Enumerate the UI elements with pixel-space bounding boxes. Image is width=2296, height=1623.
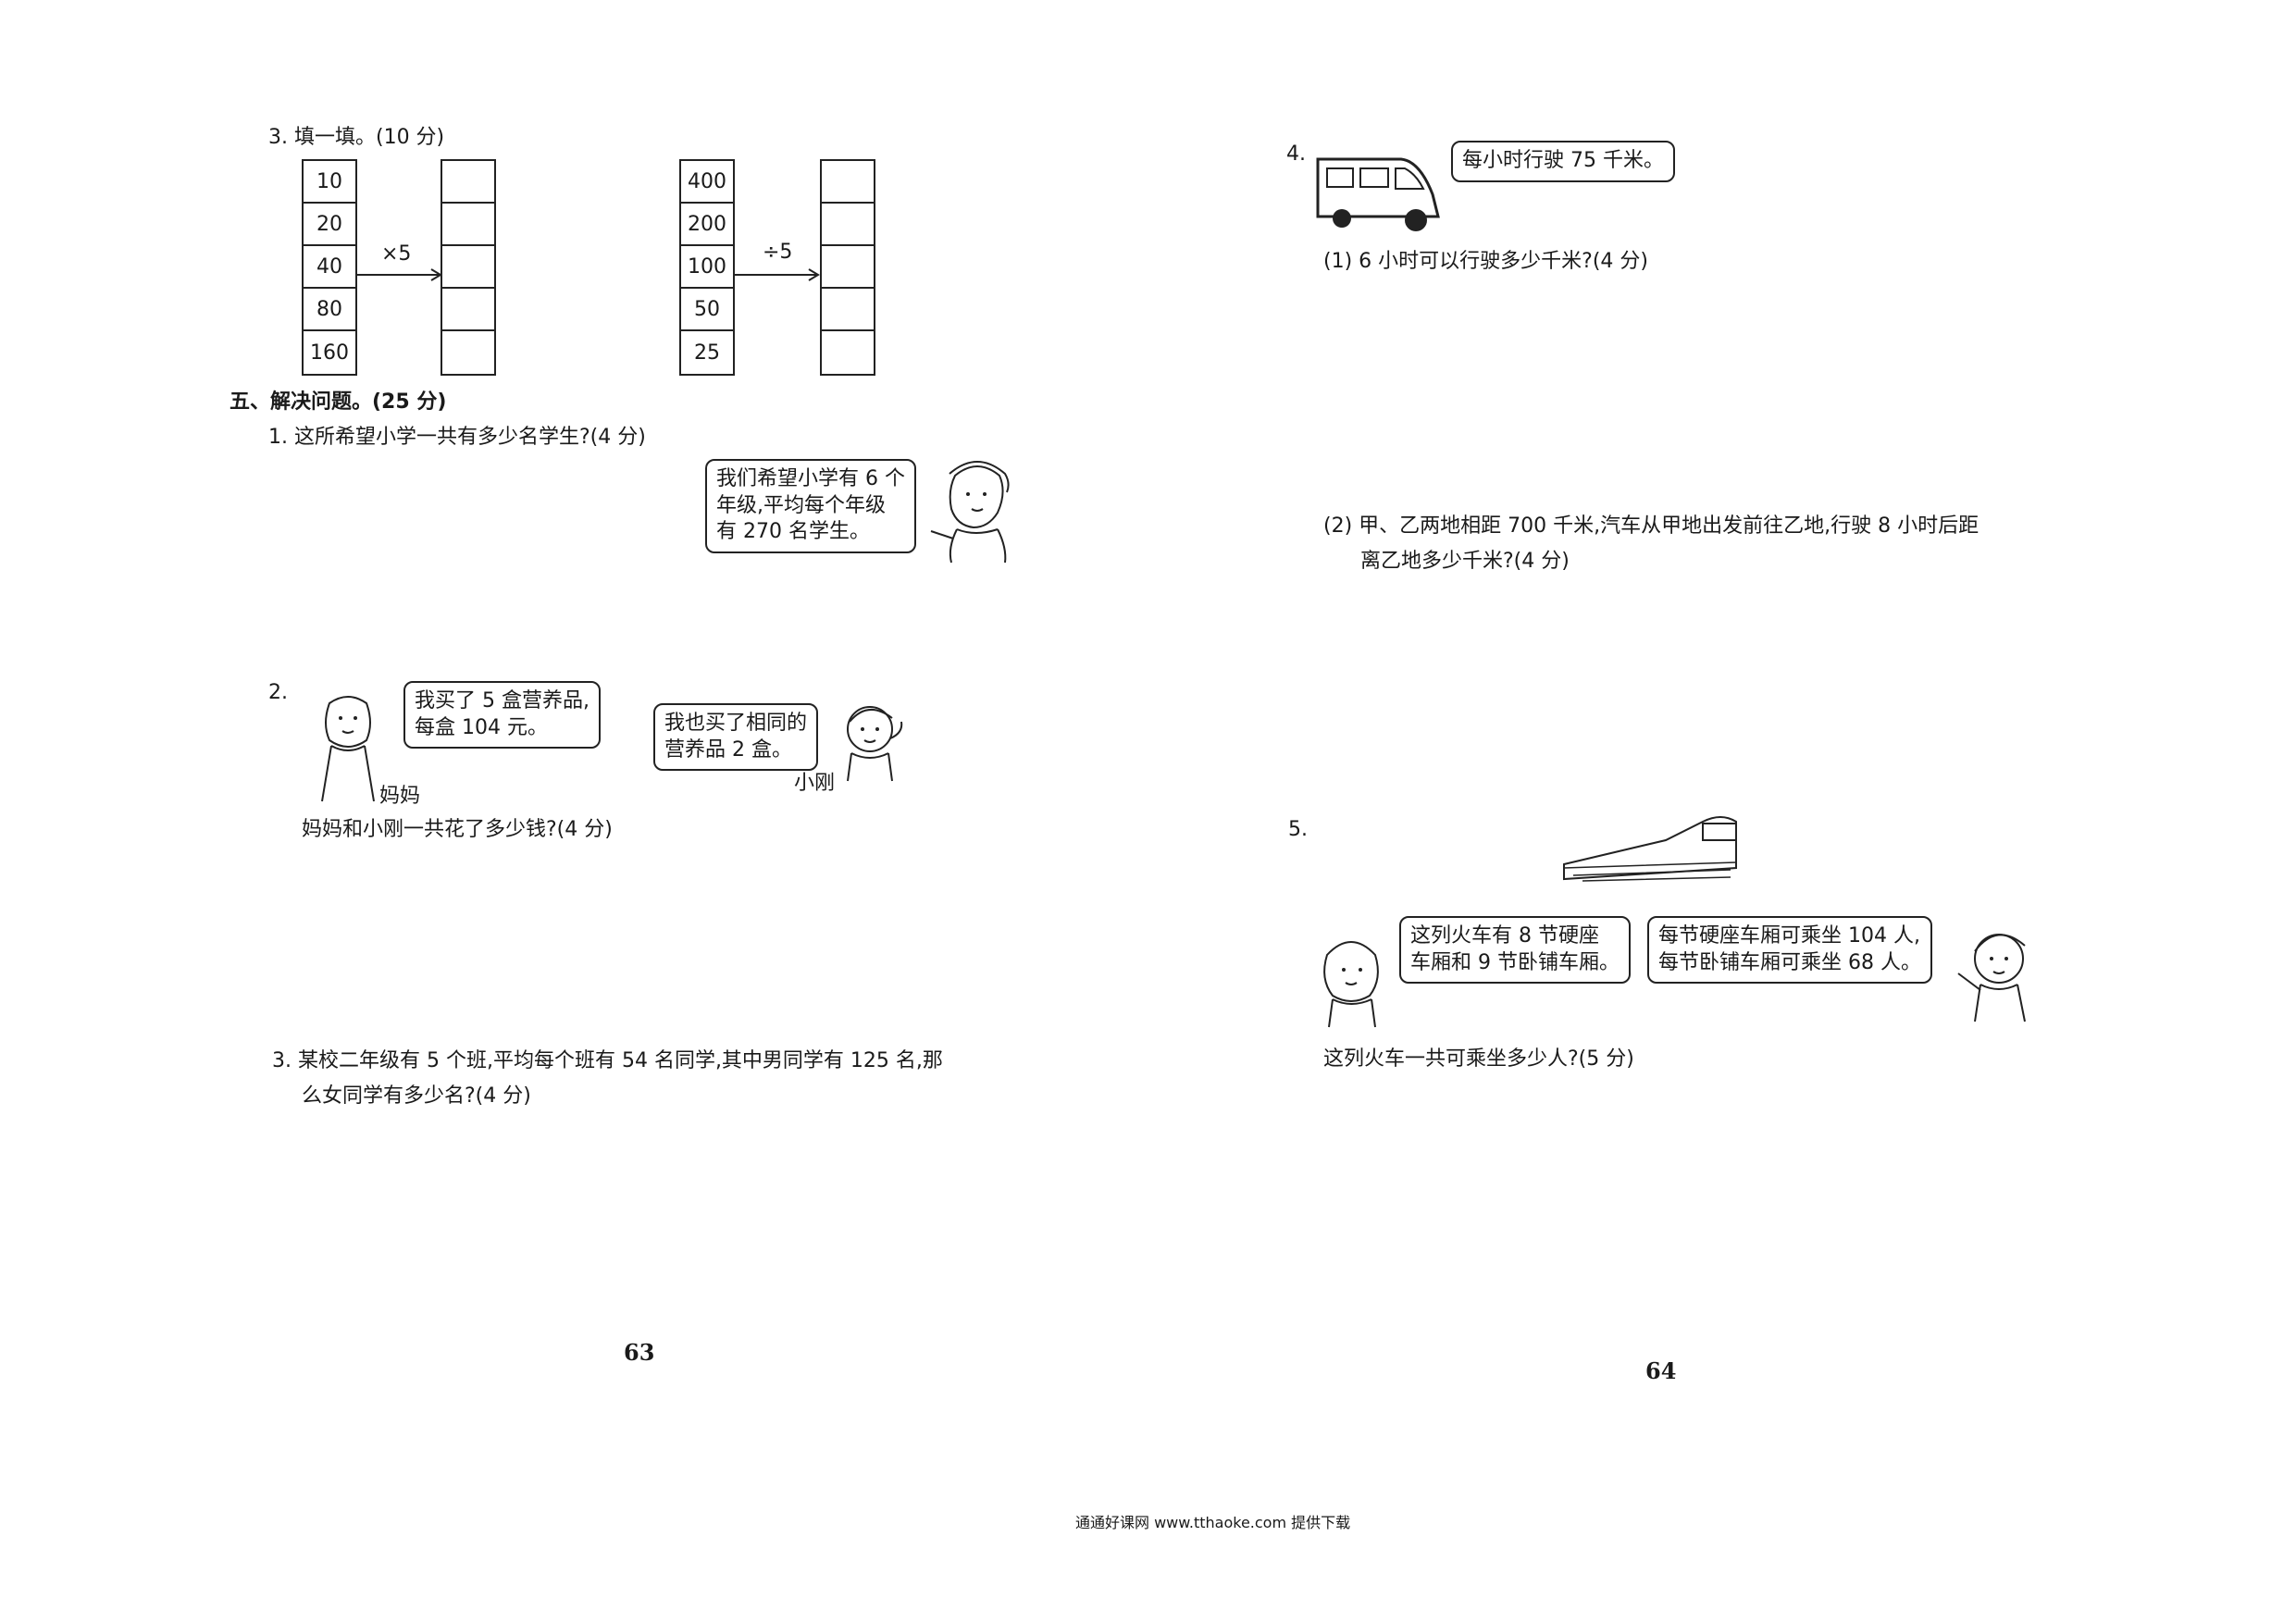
girl2-illustration-icon [1323,941,1379,1028]
footer-source: 通通好课网 www.tthaoke.com 提供下载 [1075,1514,1351,1531]
girl-speech-bubble: 这列火车有 8 节硬座 车厢和 9 节卧铺车厢。 [1399,916,1631,985]
table1-input-cell: 10 [304,161,355,204]
table1-input-cell: 160 [310,341,349,365]
mom-label: 妈妈 [379,785,421,808]
table2-answer-cell[interactable] [822,289,874,331]
boy-illustration-icon [847,706,903,782]
page-number: 64 [1645,1357,1677,1384]
table2-input-column: 400 200 100 50 25 [679,159,735,376]
bubble-line: 我们希望小学有 6 个 [716,467,905,490]
q5-number: 5. [1288,818,1308,841]
mom-illustration-icon [321,696,375,802]
table2-answer-column [820,159,875,376]
section5-title: 五、解决问题。(25 分) [230,390,447,414]
girl-illustration-icon [930,461,1010,564]
table2-operation: ÷5 [763,241,793,264]
q1-question: 1. 这所希望小学一共有多少名学生?(4 分) [268,426,646,449]
table2-answer-cell[interactable] [822,204,874,246]
table1-operation: ×5 [381,242,412,266]
table1-input-cell: 40 [304,246,355,289]
bubble-line: 车厢和 9 节卧铺车厢。 [1410,950,1620,974]
table1-answer-cell[interactable] [442,289,494,331]
table1-answer-cell[interactable] [442,331,494,374]
q4-number: 4. [1286,142,1306,166]
boy-speech-bubble: 我也买了相同的 营养品 2 盒。 [653,703,819,772]
bubble-line: 我也买了相同的 [664,712,808,735]
table2-answer-cell[interactable] [822,161,874,204]
van-illustration-icon [1316,157,1440,231]
table1-answer-cell[interactable] [442,204,494,246]
boy2-speech-bubble: 每节硬座车厢可乘坐 104 人, 每节卧铺车厢可乘坐 68 人。 [1647,916,1932,985]
table1-arrow-icon [355,268,442,281]
table1-answer-cell[interactable] [442,161,494,204]
van-speech-bubble: 每小时行驶 75 千米。 [1451,141,1675,182]
table1-input-cell: 80 [304,289,355,331]
bubble-line: 有 270 名学生。 [716,520,870,544]
train-illustration-icon [1563,816,1737,882]
table2-answer-cell[interactable] [822,331,874,374]
table1-answer-cell[interactable] [442,246,494,289]
bubble-line: 营养品 2 盒。 [664,737,792,762]
bubble-line: 每节卧铺车厢可乘坐 68 人。 [1658,950,1921,974]
bubble-line: 每盒 104 元。 [415,715,548,739]
q2-question: 妈妈和小刚一共花了多少钱?(4 分) [302,818,613,841]
q3-fill-title: 3. 填一填。(10 分) [268,126,445,149]
page-number: 63 [624,1339,655,1366]
q5-question: 这列火车一共可乘坐多少人?(5 分) [1323,1047,1634,1071]
table2-input-cell: 100 [681,246,733,289]
q4-sub1: (1) 6 小时可以行驶多少千米?(4 分) [1323,250,1648,273]
table1-input-cell: 20 [304,204,355,246]
q4-sub2-line: 离乙地多少千米?(4 分) [1360,550,1570,573]
q1-speech-bubble: 我们希望小学有 6 个 年级,平均每个年级 有 270 名学生。 [705,459,916,553]
table1-answer-column [441,159,496,376]
bubble-line: 我买了 5 盒营养品, [415,689,590,712]
boy2-illustration-icon [1957,934,2026,1022]
q2-number: 2. [268,681,288,704]
table1-input-column: 10 20 40 80 160 [302,159,357,376]
table2-input-cell: 50 [681,289,733,331]
table2-input-cell: 200 [681,204,733,246]
table2-answer-cell[interactable] [822,246,874,289]
bubble-line: 年级,平均每个年级 [716,493,886,517]
q4-sub2-line: (2) 甲、乙两地相距 700 千米,汽车从甲地出发前往乙地,行驶 8 小时后距 [1323,514,1980,538]
table2-arrow-icon [733,268,820,281]
bubble-line: 每节硬座车厢可乘坐 104 人, [1658,924,1920,948]
boy-label: 小刚 [794,772,836,795]
q3-question-line: 3. 某校二年级有 5 个班,平均每个班有 54 名同学,其中男同学有 125 … [272,1049,943,1072]
table2-input-cell: 400 [681,161,733,204]
mom-speech-bubble: 我买了 5 盒营养品, 每盒 104 元。 [403,681,601,750]
bubble-line: 这列火车有 8 节硬座 [1410,924,1599,948]
q3-question-line: 么女同学有多少名?(4 分) [302,1084,531,1108]
table2-input-cell: 25 [694,341,720,365]
